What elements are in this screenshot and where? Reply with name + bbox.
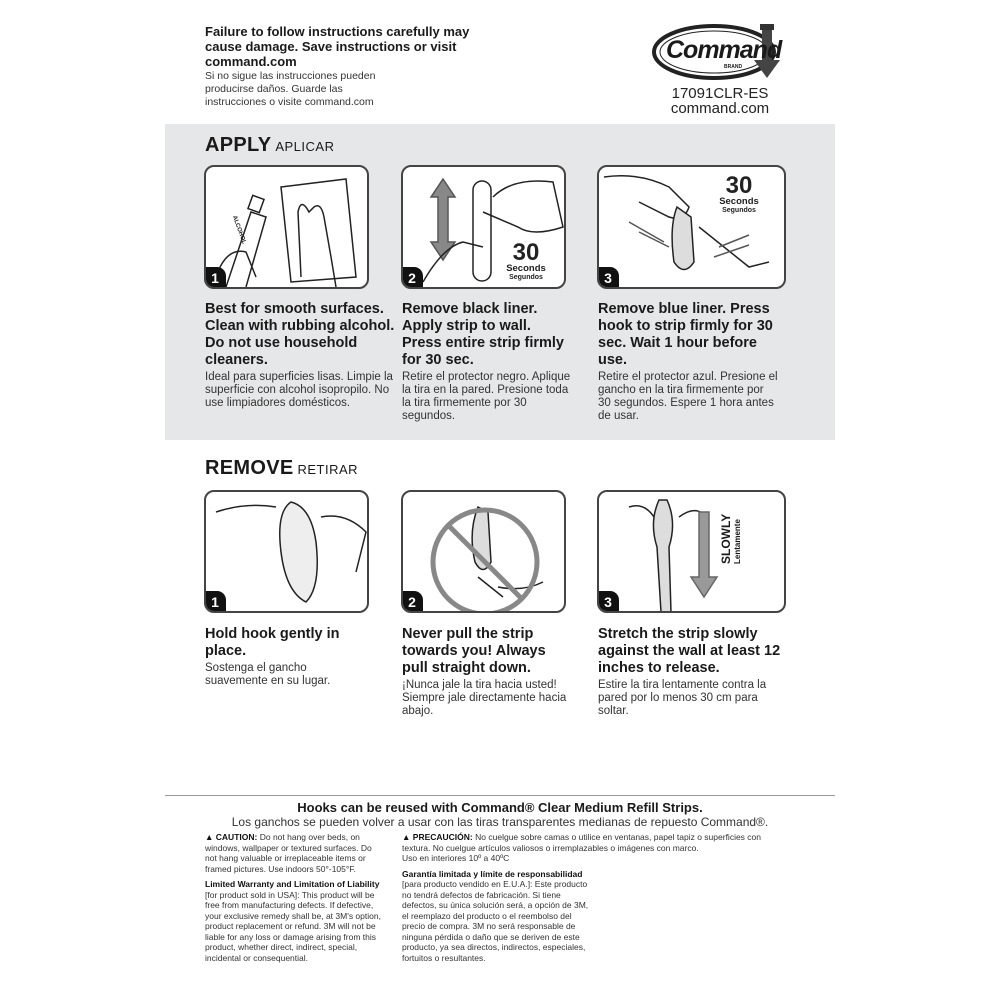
logo-brand: BRAND bbox=[724, 64, 743, 70]
timer-unit: Seconds bbox=[506, 263, 546, 274]
apply-step-3-text: Remove blue liner. Press hook to strip f… bbox=[598, 301, 778, 423]
remove-step-2-text: Never pull the strip towards you! Always… bbox=[402, 626, 567, 718]
apply-step-2-text: Remove black liner. Apply strip to wall.… bbox=[402, 301, 572, 423]
precaucion-label: PRECAUCIÓN: bbox=[412, 832, 473, 842]
step-number-badge: 2 bbox=[403, 267, 423, 287]
remove-step-3-text: Stretch the strip slowly against the wal… bbox=[598, 626, 783, 718]
product-code: 17091CLR-ES command.com bbox=[655, 86, 785, 116]
remove-title: REMOVE bbox=[205, 457, 294, 479]
step-text-es: Retire el protector negro. Aplique la ti… bbox=[402, 371, 571, 422]
remove-step-2-illustration: 2 bbox=[401, 490, 566, 613]
remove-step-1-illustration: 1 bbox=[204, 490, 369, 613]
step-text-en: Stretch the strip slowly against the wal… bbox=[598, 626, 781, 676]
caution-label: CAUTION: bbox=[215, 832, 258, 842]
remove-title-es: RETIRAR bbox=[297, 462, 359, 477]
product-code-text: 17091CLR-ES bbox=[671, 85, 769, 102]
step-number-badge: 2 bbox=[403, 591, 423, 611]
timer-unit: Seconds bbox=[719, 196, 759, 207]
logo-text: Command bbox=[666, 36, 782, 64]
step-text-en: Remove black liner. Apply strip to wall.… bbox=[402, 301, 564, 368]
warning-spanish: Si no sigue las instrucciones pueden pro… bbox=[205, 70, 376, 108]
apply-step-1-text: Best for smooth surfaces. Clean with rub… bbox=[205, 301, 395, 410]
command-logo: Command BRAND bbox=[652, 22, 792, 82]
step-text-es: Ideal para superficies lisas. Limpie la … bbox=[205, 371, 393, 409]
timer-unit-es: Segundos bbox=[722, 207, 756, 214]
timer-value: 30 bbox=[512, 239, 540, 266]
timer-value: 30 bbox=[725, 172, 753, 199]
website-text: command.com bbox=[670, 100, 770, 117]
step-text-en: Best for smooth surfaces. Clean with rub… bbox=[205, 301, 395, 368]
divider bbox=[165, 795, 835, 796]
step-number-badge: 1 bbox=[206, 591, 226, 611]
caution-text: Do not hang over beds, on windows, wallp… bbox=[205, 832, 372, 874]
step-number-badge: 3 bbox=[599, 591, 619, 611]
slowly-label: SLOWLY bbox=[719, 513, 733, 564]
warning-icon: ▲ bbox=[205, 832, 216, 842]
step-text-en: Remove blue liner. Press hook to strip f… bbox=[598, 301, 773, 368]
apply-step-1-illustration: ALCOHOL 1 bbox=[204, 165, 369, 289]
warning-english: Failure to follow instructions carefully… bbox=[205, 24, 470, 69]
garantia-label: Garantía limitada y límite de responsabi… bbox=[402, 868, 583, 879]
caution-spanish: ▲ PRECAUCIÓN: No cuelgue sobre camas o u… bbox=[402, 832, 787, 963]
precaucion-temp: Uso en interiores 10º a 40ºC bbox=[402, 853, 510, 863]
warning-icon: ▲ bbox=[402, 832, 413, 842]
precaucion-text: No cuelgue sobre camas o utilice en vent… bbox=[402, 832, 762, 853]
step-text-es: Sostenga el gancho suavemente en su luga… bbox=[205, 662, 331, 687]
remove-step-3-illustration: SLOWLY Lentamente 3 bbox=[597, 490, 786, 613]
caution-english: ▲ CAUTION: Do not hang over beds, on win… bbox=[205, 832, 385, 963]
apply-title-es: APLICAR bbox=[275, 139, 335, 154]
step-text-es: ¡Nunca jale la tira hacia usted! Siempre… bbox=[402, 679, 567, 717]
step-number-badge: 1 bbox=[206, 267, 226, 287]
step-text-en: Never pull the strip towards you! Always… bbox=[402, 626, 546, 676]
warranty-label: Limited Warranty and Limitation of Liabi… bbox=[205, 879, 380, 889]
reuse-note-es: Los ganchos se pueden volver a usar con … bbox=[231, 815, 769, 829]
apply-title: APPLY bbox=[205, 134, 272, 156]
timer-unit-es: Segundos bbox=[509, 274, 543, 281]
step-number-badge: 3 bbox=[599, 267, 619, 287]
remove-step-1-text: Hold hook gently in place. Sostenga el ga… bbox=[205, 626, 355, 688]
slowly-label-es: Lentamente bbox=[733, 519, 742, 564]
garantia-text: [para producto vendido en E.U.A.]: Este … bbox=[402, 879, 589, 963]
warranty-text: [for product sold in USA]: This product … bbox=[205, 889, 381, 963]
step-text-en: Hold hook gently in place. bbox=[205, 626, 340, 659]
step-text-es: Retire el protector azul. Presione el ga… bbox=[598, 371, 778, 422]
reuse-note: Hooks can be reused with Command® Clear … bbox=[297, 800, 703, 815]
step-text-es: Estire la tira lentamente contra la pare… bbox=[598, 679, 767, 717]
